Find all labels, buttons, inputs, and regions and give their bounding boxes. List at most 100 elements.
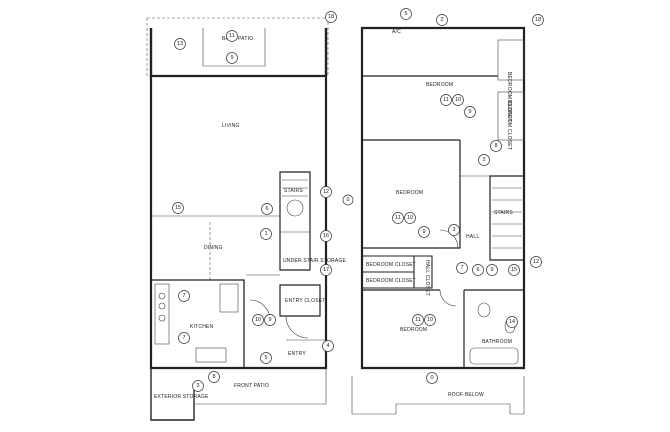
callout-circle	[252, 314, 264, 326]
callout-label: 11	[415, 317, 421, 323]
room-label-hall-closet: HALL CLOSET	[424, 260, 430, 296]
callout-circle	[490, 140, 502, 152]
callout-label: 8	[494, 143, 497, 149]
room-label-back-patio: BACK PATIO	[222, 36, 253, 42]
middle-bedroom-walls	[361, 140, 461, 249]
callout-label: 13	[177, 41, 183, 47]
callout-label: 10	[455, 97, 461, 103]
callout-circle	[472, 264, 484, 276]
callout-circle	[320, 230, 332, 242]
callout-circle	[506, 316, 518, 328]
upper-exterior-wall	[360, 26, 526, 370]
water-heater-symbol	[286, 199, 304, 217]
kitchen-walls	[151, 279, 245, 368]
upper-floor-plan	[351, 26, 526, 415]
bedroom-closet-right-outline	[497, 91, 525, 141]
callout-label: 17	[323, 267, 329, 273]
callout-circle	[456, 262, 468, 274]
callout-label: 2	[482, 157, 485, 163]
callout-circle	[426, 372, 438, 384]
callout-label: 10	[407, 215, 413, 221]
callout-label: 10	[255, 317, 261, 323]
callout-label: 8	[212, 374, 215, 380]
callout-circle	[412, 314, 424, 326]
callout-label: 15	[175, 205, 181, 211]
callout-label: 5	[264, 355, 267, 361]
callout-circle	[260, 228, 272, 240]
callout-circle	[418, 226, 430, 238]
callout-circle	[261, 203, 273, 215]
room-label-under-stair-storage: UNDER STAIR STORAGE	[283, 258, 347, 264]
room-label-roof-below: ROOF BELOW	[448, 392, 484, 398]
callout-label: 7	[460, 265, 463, 271]
callout-circle	[174, 38, 186, 50]
bathtub	[469, 347, 519, 365]
callout-label: 9	[422, 229, 425, 235]
callout-circle	[464, 106, 476, 118]
kitchen-counter	[154, 283, 170, 345]
entry-closet-walls	[279, 284, 321, 317]
room-label-bedroom-top: BEDROOM	[426, 82, 453, 88]
refrigerator	[219, 283, 239, 313]
back-patio-side-walls	[149, 28, 328, 76]
callout-label: 12	[533, 259, 539, 265]
callout-circle-mid	[342, 194, 354, 206]
callout-circle	[404, 212, 416, 224]
callout-label: 5	[404, 11, 407, 17]
lower-floor-plan	[146, 17, 329, 421]
lower-exterior-wall	[149, 74, 328, 370]
room-label-bedroom-closet-a: BEDROOM CLOSET	[366, 262, 416, 268]
callout-label: 9	[230, 55, 233, 61]
callout-circle	[192, 380, 204, 392]
lower-stairs-block	[279, 171, 311, 271]
room-label-exterior-storage: EXTERIOR STORAGE	[154, 394, 209, 400]
callout-circle	[440, 94, 452, 106]
callout-label: 9	[490, 267, 493, 273]
upper-stairs-block	[489, 175, 525, 261]
callout-label: 15	[511, 267, 517, 273]
room-label-entry-closet: ENTRY CLOSET	[285, 298, 326, 304]
callout-circle	[478, 154, 490, 166]
back-patio-boundary	[146, 17, 329, 77]
callout-label: 7	[182, 293, 185, 299]
room-label-kitchen: KITCHEN	[190, 324, 214, 330]
callout-circle	[226, 52, 238, 64]
callout-circle	[264, 314, 276, 326]
callout-label-mid: 0	[346, 197, 349, 203]
callout-circle	[178, 332, 190, 344]
stove-burner	[158, 314, 166, 322]
callout-label: 7	[182, 335, 185, 341]
callout-label: 1	[264, 231, 267, 237]
bathroom-walls	[463, 289, 524, 368]
callout-circle	[260, 352, 272, 364]
callout-label: 9	[268, 317, 271, 323]
callout-label: 16	[323, 233, 329, 239]
room-label-ac: A/C	[392, 29, 401, 35]
callout-label: 18	[535, 17, 541, 23]
upper-stair-treads	[492, 187, 522, 249]
callout-label: 0	[430, 375, 433, 381]
callout-label: 10	[427, 317, 433, 323]
roof-below-outline	[351, 376, 525, 415]
room-label-dining: DINING	[204, 245, 223, 251]
exterior-storage-walls	[150, 368, 195, 421]
stove-burner	[158, 292, 166, 300]
bathroom-sink	[477, 302, 491, 318]
callout-label: 9	[468, 109, 471, 115]
room-label-front-patio: FRONT PATIO	[234, 383, 269, 389]
room-label-stairs-lower: STAIRS	[284, 188, 303, 194]
callout-label: 3	[452, 227, 455, 233]
callout-label: 4	[326, 343, 329, 349]
callout-circle	[424, 314, 436, 326]
callout-label: 14	[509, 319, 515, 325]
callout-circle	[325, 11, 337, 23]
callout-circle	[436, 14, 448, 26]
callout-circle	[452, 94, 464, 106]
callout-circle	[400, 8, 412, 20]
callout-circle	[532, 14, 544, 26]
room-label-bathroom: BATHROOM	[482, 339, 512, 345]
room-label-bedroom-closet-right: BEDROOM CLOSET	[506, 100, 512, 150]
callout-label: 2	[440, 17, 443, 23]
top-bedroom-walls	[362, 75, 498, 141]
